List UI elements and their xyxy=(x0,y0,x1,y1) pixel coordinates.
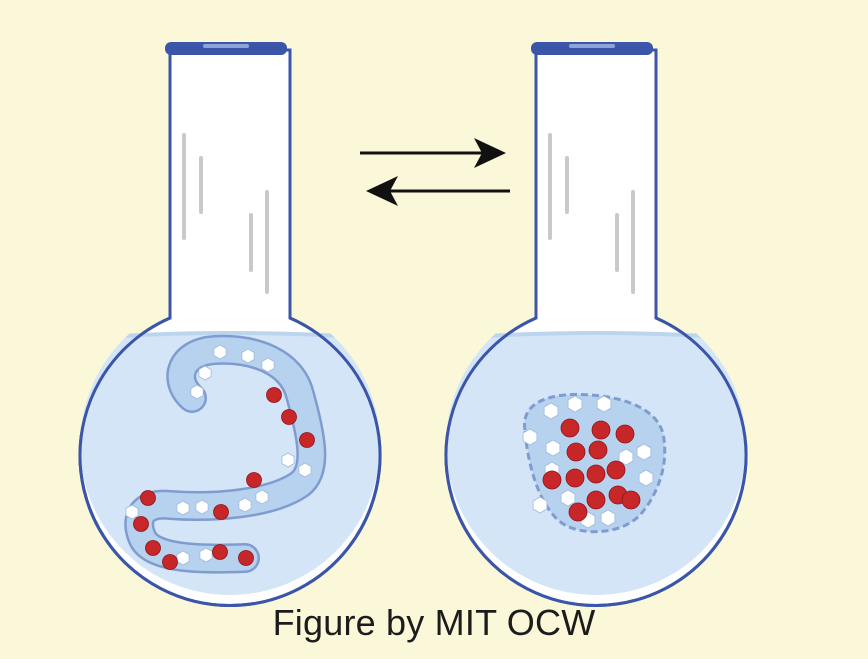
red-residue xyxy=(615,424,635,444)
red-residue xyxy=(568,502,588,522)
red-residue xyxy=(213,504,229,520)
white-residue xyxy=(567,395,583,413)
white-residue xyxy=(522,428,538,446)
white-residue xyxy=(213,344,227,360)
white-residue xyxy=(543,402,559,420)
white-residue xyxy=(176,500,190,516)
white-residue xyxy=(238,497,252,513)
white-residue xyxy=(255,489,269,505)
red-residue xyxy=(140,490,156,506)
red-residue xyxy=(606,460,626,480)
red-residue xyxy=(238,550,254,566)
red-residue xyxy=(586,490,606,510)
white-residue xyxy=(636,443,652,461)
white-residue xyxy=(532,496,548,514)
reversible-arrows-icon xyxy=(360,138,510,206)
red-residue xyxy=(145,540,161,556)
left-flask-glare xyxy=(182,133,269,294)
white-residue xyxy=(195,499,209,515)
white-residue xyxy=(241,348,255,364)
white-residue xyxy=(618,448,634,466)
white-residue xyxy=(198,365,212,381)
white-residue xyxy=(596,395,612,413)
left-flask xyxy=(78,42,382,607)
red-residue xyxy=(565,468,585,488)
red-residue xyxy=(621,490,641,510)
red-residue xyxy=(588,440,608,460)
white-residue xyxy=(281,452,295,468)
forward-arrow xyxy=(360,138,506,168)
red-residue xyxy=(566,442,586,462)
red-residue xyxy=(281,409,297,425)
unfolded-chain xyxy=(124,334,327,574)
red-residue xyxy=(560,418,580,438)
red-residue xyxy=(162,554,178,570)
white-residue xyxy=(176,550,190,566)
right-flask-glare xyxy=(548,133,635,294)
white-residue xyxy=(125,504,139,520)
red-residue xyxy=(133,516,149,532)
white-residue xyxy=(638,469,654,487)
white-residue xyxy=(560,489,576,507)
white-residue xyxy=(190,384,204,400)
red-residue xyxy=(586,464,606,484)
red-residue xyxy=(591,420,611,440)
white-residue xyxy=(600,509,616,527)
white-residue xyxy=(199,547,213,563)
red-residue xyxy=(246,472,262,488)
red-residue xyxy=(266,387,282,403)
red-residue xyxy=(299,432,315,448)
white-residue xyxy=(261,357,275,373)
figure-caption: Figure by MIT OCW xyxy=(272,602,596,643)
red-residue xyxy=(212,544,228,560)
reverse-arrow xyxy=(366,176,510,206)
white-residue xyxy=(298,462,312,478)
left-flask-rim xyxy=(165,42,287,55)
right-flask-rim xyxy=(531,42,653,55)
red-residue xyxy=(542,470,562,490)
folded-globule xyxy=(522,392,667,534)
right-flask xyxy=(444,42,748,607)
white-residue xyxy=(545,439,561,457)
